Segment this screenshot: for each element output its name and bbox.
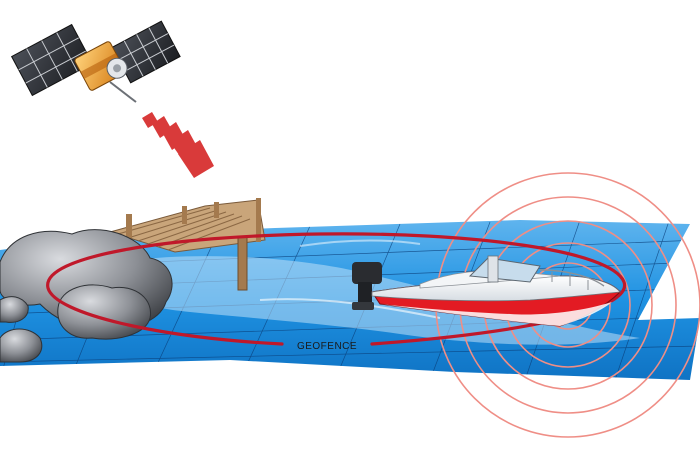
geofence-boundary: GEOFENCE [46, 232, 627, 352]
gps-signal-icon [142, 112, 214, 178]
outboard-motor-icon [352, 262, 382, 310]
satellite-icon [10, 20, 181, 103]
boat-icon [371, 255, 621, 327]
geofence-label: GEOFENCE [297, 341, 357, 352]
